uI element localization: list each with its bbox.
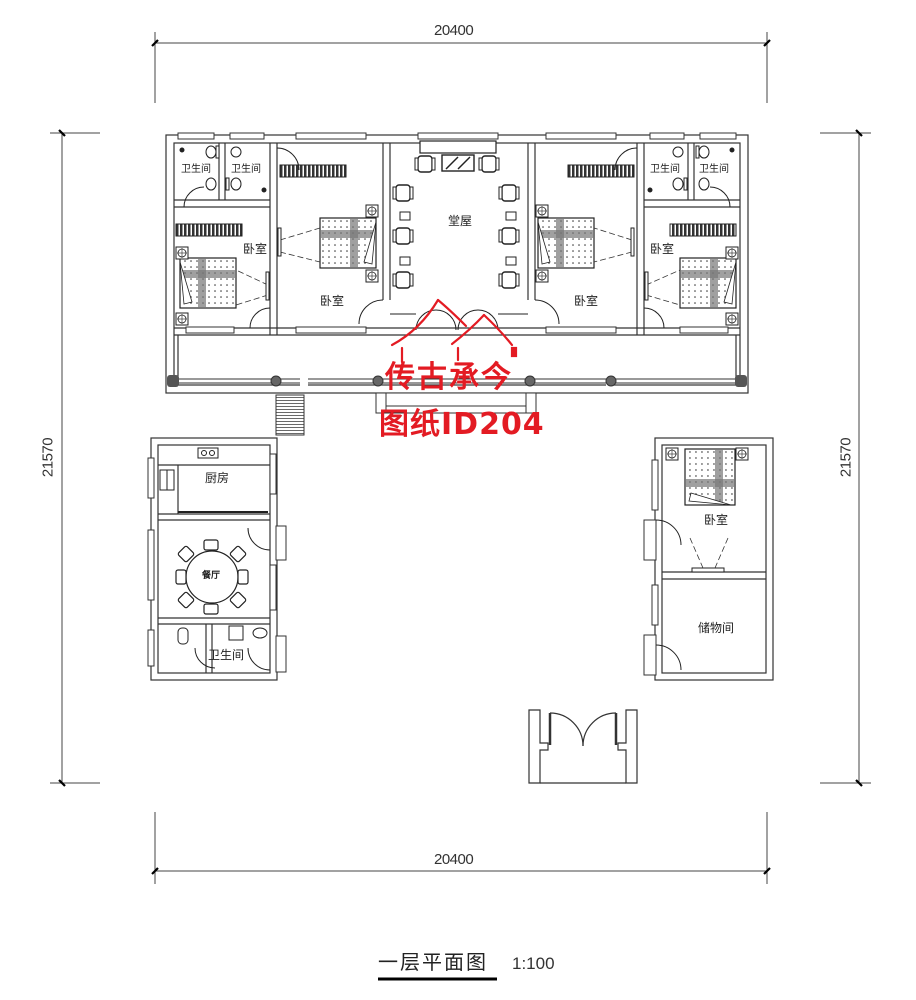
- right-wing-doors: [655, 519, 682, 671]
- main-house-walls: [165, 134, 749, 394]
- left-wing-windows: [147, 453, 287, 673]
- wardrobes: [175, 164, 737, 237]
- kitchen-fixtures: [159, 447, 268, 513]
- room-label-bedroom-right-inner: 卧室: [574, 294, 599, 308]
- right-wing-windows: [643, 459, 659, 676]
- tv-sightlines: [235, 227, 681, 306]
- room-label-wing-bath: 卫生间: [208, 648, 245, 662]
- room-label-wing-bedroom: 卧室: [704, 513, 729, 527]
- wing-bath-fixtures: [177, 625, 268, 645]
- left-wing-doors: [194, 527, 271, 671]
- room-label-kitchen: 厨房: [205, 471, 230, 485]
- room-label-bath-right-1: 卫生间: [650, 164, 680, 175]
- room-label-main-hall: 堂屋: [448, 214, 473, 228]
- wing-bedroom-furniture: [665, 447, 749, 573]
- dimension-top: 20400: [434, 22, 474, 39]
- tvs: [265, 227, 649, 301]
- drawing-title: 一层平面图: [378, 950, 488, 974]
- windows-top: [177, 132, 737, 334]
- hall-doors: [183, 147, 731, 331]
- dimension-bottom: 20400: [434, 851, 474, 868]
- room-label-bedroom-right-outer: 卧室: [650, 242, 675, 256]
- front-step: [375, 392, 537, 414]
- room-label-bedroom-left-outer: 卧室: [243, 242, 268, 256]
- watermark-line2: 图纸ID204: [379, 407, 545, 442]
- hall-furniture: [392, 140, 520, 289]
- room-label-bath-right-2: 卫生间: [699, 164, 729, 175]
- dimension-ticks: [58, 39, 863, 875]
- room-label-storage: 储物间: [698, 621, 735, 635]
- room-label-bedroom-left-inner: 卧室: [320, 294, 345, 308]
- watermark-logo: [390, 298, 518, 364]
- room-label-bath-left-2: 卫生间: [231, 164, 261, 175]
- room-label-dining: 餐厅: [202, 571, 221, 581]
- room-label-bath-left-1: 卫生间: [181, 164, 211, 175]
- stairs: [275, 394, 305, 436]
- corridor-railing: [167, 375, 747, 387]
- dimension-lines: [50, 32, 871, 884]
- drawing-scale: 1:100: [512, 954, 555, 973]
- dining-table: [175, 539, 249, 615]
- dimension-left: 21570: [39, 437, 57, 478]
- watermark-line1: 传古承今: [385, 360, 513, 395]
- dimension-right: 21570: [837, 437, 855, 478]
- entrance-gate: [528, 709, 638, 784]
- bath-fixtures: [179, 145, 735, 193]
